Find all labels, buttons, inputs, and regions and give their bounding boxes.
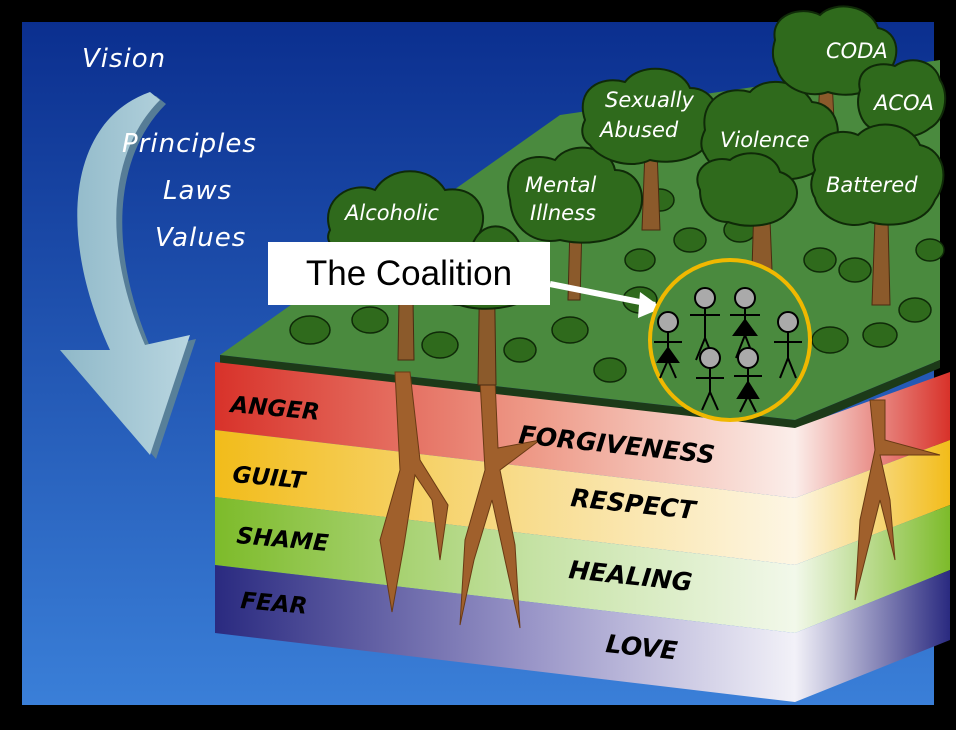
people-icons	[654, 287, 802, 413]
person-icon	[774, 311, 802, 379]
front-soil-layers	[215, 362, 795, 702]
tree-label-acoa: ACOA	[872, 91, 934, 115]
roots	[379, 371, 941, 629]
person-icon	[696, 347, 724, 411]
person-icon	[734, 347, 762, 413]
coalition-circle	[648, 258, 812, 422]
tree-label-abused: Abused	[598, 118, 679, 142]
layer-anger	[215, 362, 795, 498]
tree-label-mental: Mental	[525, 173, 596, 197]
person-icon	[654, 311, 682, 379]
coalition-arrow-icon	[549, 281, 662, 318]
tree-label-illness: Illness	[530, 201, 596, 225]
tree-label-violence: Violence	[720, 128, 810, 152]
tree-label-coda: CODA	[826, 39, 888, 63]
arrow-label-values: Values	[155, 223, 246, 253]
layer-shame	[215, 497, 795, 633]
tree-label-alcoholic: Alcoholic	[343, 201, 439, 225]
tree-canopies	[327, 5, 947, 310]
coalition-label: The Coalition	[305, 253, 513, 293]
coalition-label-box: The Coalition	[268, 242, 550, 305]
arrow-label-laws: Laws	[163, 176, 232, 206]
arrow-label-vision: Vision	[82, 44, 166, 74]
layer-label-fear: FEAR	[239, 588, 308, 620]
curved-arrow-icon	[60, 92, 196, 459]
layer-fear	[215, 565, 795, 702]
arrow-label-principles: Principles	[122, 129, 257, 159]
tree-label-battered: Battered	[826, 173, 918, 197]
tree-label-sexually: Sexually	[605, 88, 695, 112]
